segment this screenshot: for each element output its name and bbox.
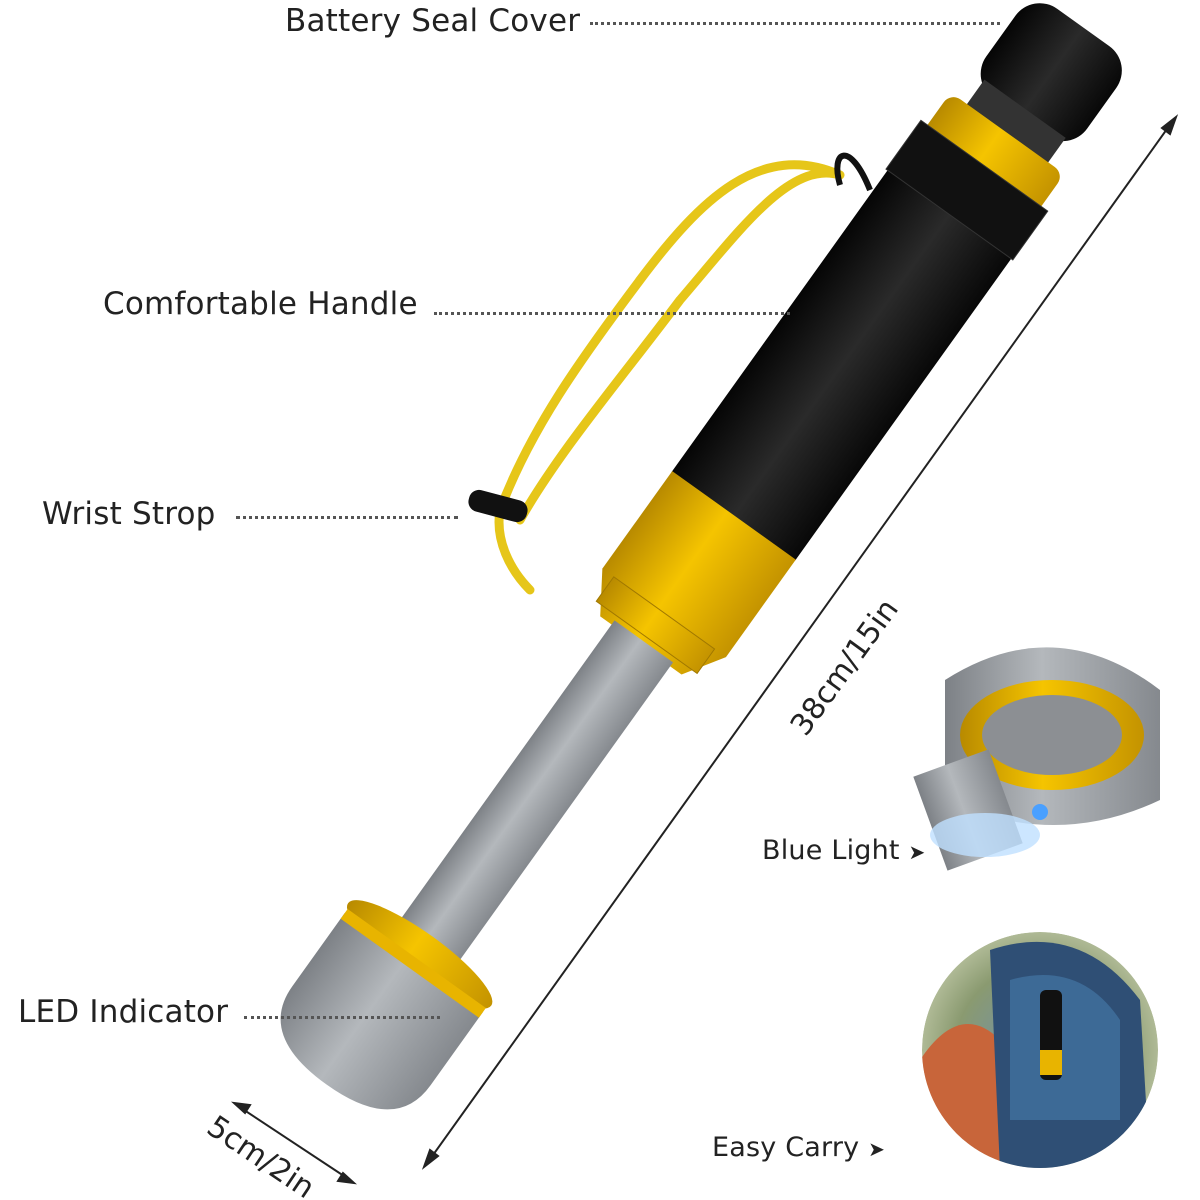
blue-light-inset [913,647,1160,871]
comfortable-handle-label: Comfortable Handle [103,286,418,322]
wrist-strop-label: Wrist Strop [42,496,216,532]
battery-seal-cover-label: Battery Seal Cover [285,3,581,39]
diameter-arrow [230,1101,358,1185]
probe-shaft [387,620,674,980]
led-ring [346,900,493,1009]
arrow-icon: ➤ [908,840,926,864]
handle-grip [670,125,1043,564]
velcro-strap [885,119,1049,261]
leader-line [590,22,1000,25]
blue-light-text: Blue Light [762,835,900,866]
length-arrow [421,114,1179,1170]
easy-carry-label: Easy Carry ➤ [712,1132,885,1163]
led-indicator-label: LED Indicator [18,994,229,1030]
leader-line [236,516,458,519]
probe-tip [280,913,483,1110]
cord-lock [468,489,528,523]
leader-line [244,1016,440,1019]
arrow-icon: ➤ [868,1137,886,1161]
leader-line [434,312,790,315]
blue-light-label: Blue Light ➤ [762,835,925,866]
strap-clip [834,152,873,192]
pinpointer [280,3,1122,1110]
blue-led [1032,804,1048,820]
wrist-strap [494,160,845,595]
easy-carry-photo [922,932,1158,1168]
easy-carry-text: Easy Carry [712,1132,860,1163]
